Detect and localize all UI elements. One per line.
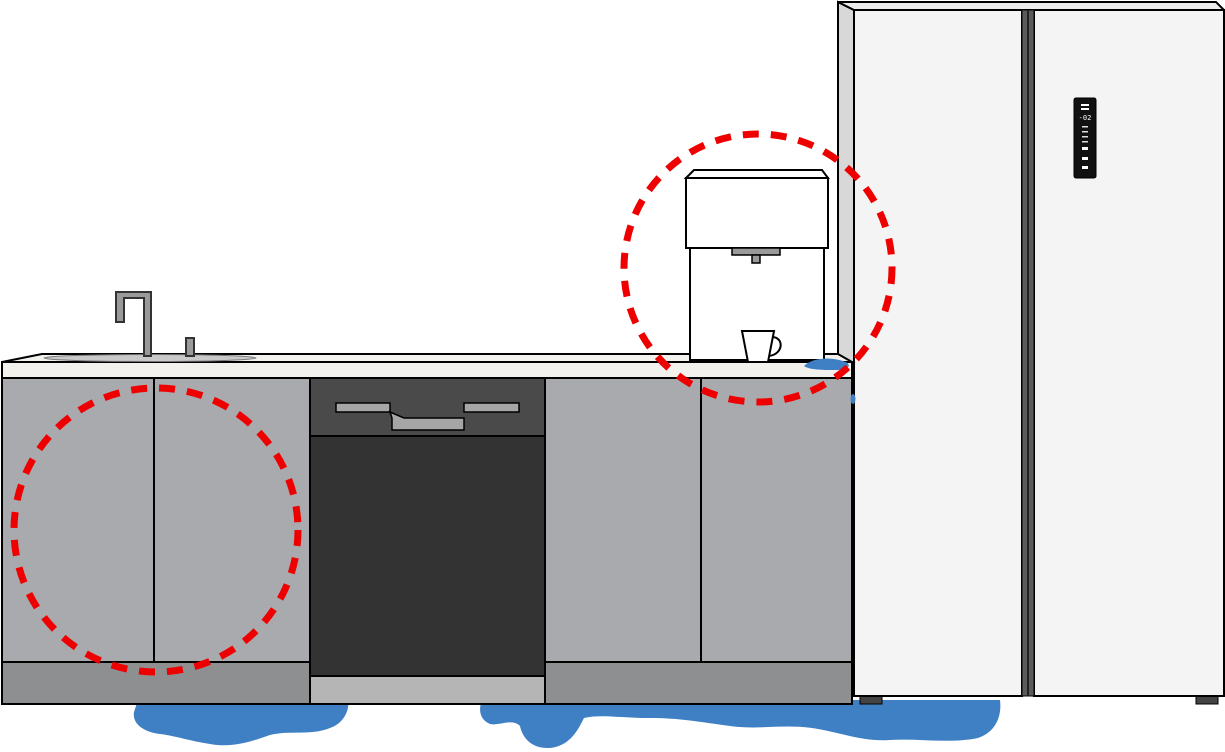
refrigerator-display-readout: -02 — [1079, 114, 1092, 122]
refrigerator-right-door — [1033, 9, 1225, 697]
left-cabinet-door-1 — [1, 377, 155, 663]
sink-faucet — [115, 291, 195, 357]
dishwasher-handle — [335, 402, 520, 431]
base-cabinets — [1, 377, 853, 705]
right-cabinet-door-1 — [544, 377, 702, 663]
floor-water-puddles — [133, 700, 1001, 749]
dishwasher — [309, 377, 546, 705]
puddle-right — [480, 700, 1001, 749]
refrigerator-top — [837, 1, 1225, 11]
water-dispenser-top-lid — [683, 169, 830, 179]
countertop — [1, 353, 856, 379]
dishwasher-door — [309, 435, 546, 677]
refrigerator-left-door — [853, 9, 1023, 697]
water-dispenser — [683, 169, 830, 363]
dishwasher-kickplate — [309, 675, 546, 705]
cup-icon — [740, 330, 782, 363]
left-cabinet-door-2 — [153, 377, 311, 663]
puddle-left — [133, 700, 349, 746]
right-cabinet-plinth — [544, 661, 853, 705]
highlight-circle-water-dispenser — [620, 130, 896, 406]
refrigerator-control-panel: -02 — [1073, 97, 1097, 179]
refrigerator: -02 — [837, 0, 1225, 705]
water-dispenser-nozzle-bar — [731, 247, 781, 256]
right-cabinet-door-2 — [700, 377, 853, 663]
water-dispenser-nozzle — [751, 254, 761, 264]
highlight-circle-sink-cabinet — [10, 384, 302, 676]
countertop-water-leak — [804, 358, 856, 404]
water-dispenser-tank — [685, 177, 829, 249]
highlight-circles — [10, 130, 896, 676]
countertop-front-edge — [1, 361, 853, 379]
left-cabinet-plinth — [1, 661, 311, 705]
